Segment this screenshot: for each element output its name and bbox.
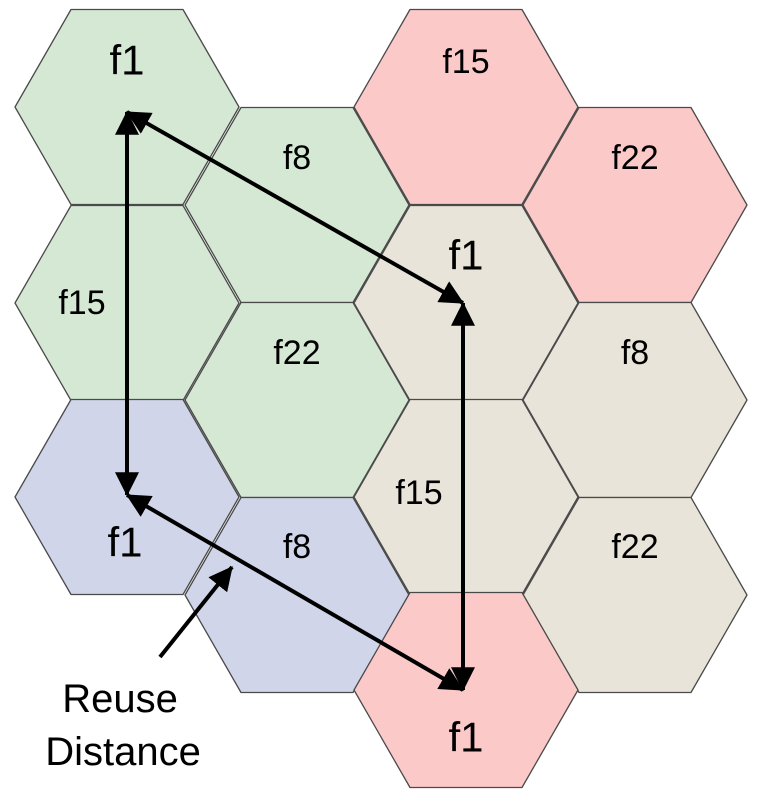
reuse-distance-label-line1: Reuse: [62, 677, 178, 721]
hex-cell-label: f1: [107, 519, 142, 566]
hex-cell-f22: [522, 496, 748, 694]
hex-cell-grid: f1 f8 f15 f22 f15 f22 f1 f8 f15 f22 f1 f8 f1: [14, 8, 748, 789]
hex-cell-label: f1: [448, 232, 483, 279]
reuse-distance-arrows: [115, 110, 475, 692]
hex-cell-label: f15: [395, 474, 442, 512]
hex-cell-label: f1: [109, 37, 144, 84]
hex-cell-label: f8: [621, 334, 649, 372]
hex-cell-label: f22: [273, 334, 320, 372]
reuse-distance-label-line2: Distance: [45, 730, 201, 774]
hex-cell-label: f15: [58, 284, 105, 322]
arrow-f1-top-to-f1-center: [125, 110, 465, 305]
arrow-f1-left-to-f1-bottom: [125, 493, 465, 692]
arrow-reuse-distance-pointer: [158, 565, 234, 659]
hex-cell-label: f8: [283, 528, 311, 566]
hex-cell-label: f8: [283, 139, 311, 177]
hex-cell-label: f1: [448, 714, 483, 761]
hex-cell-label: f15: [442, 43, 489, 81]
hex-cell-label: f22: [611, 528, 658, 566]
hex-cell-label: f22: [611, 139, 658, 177]
